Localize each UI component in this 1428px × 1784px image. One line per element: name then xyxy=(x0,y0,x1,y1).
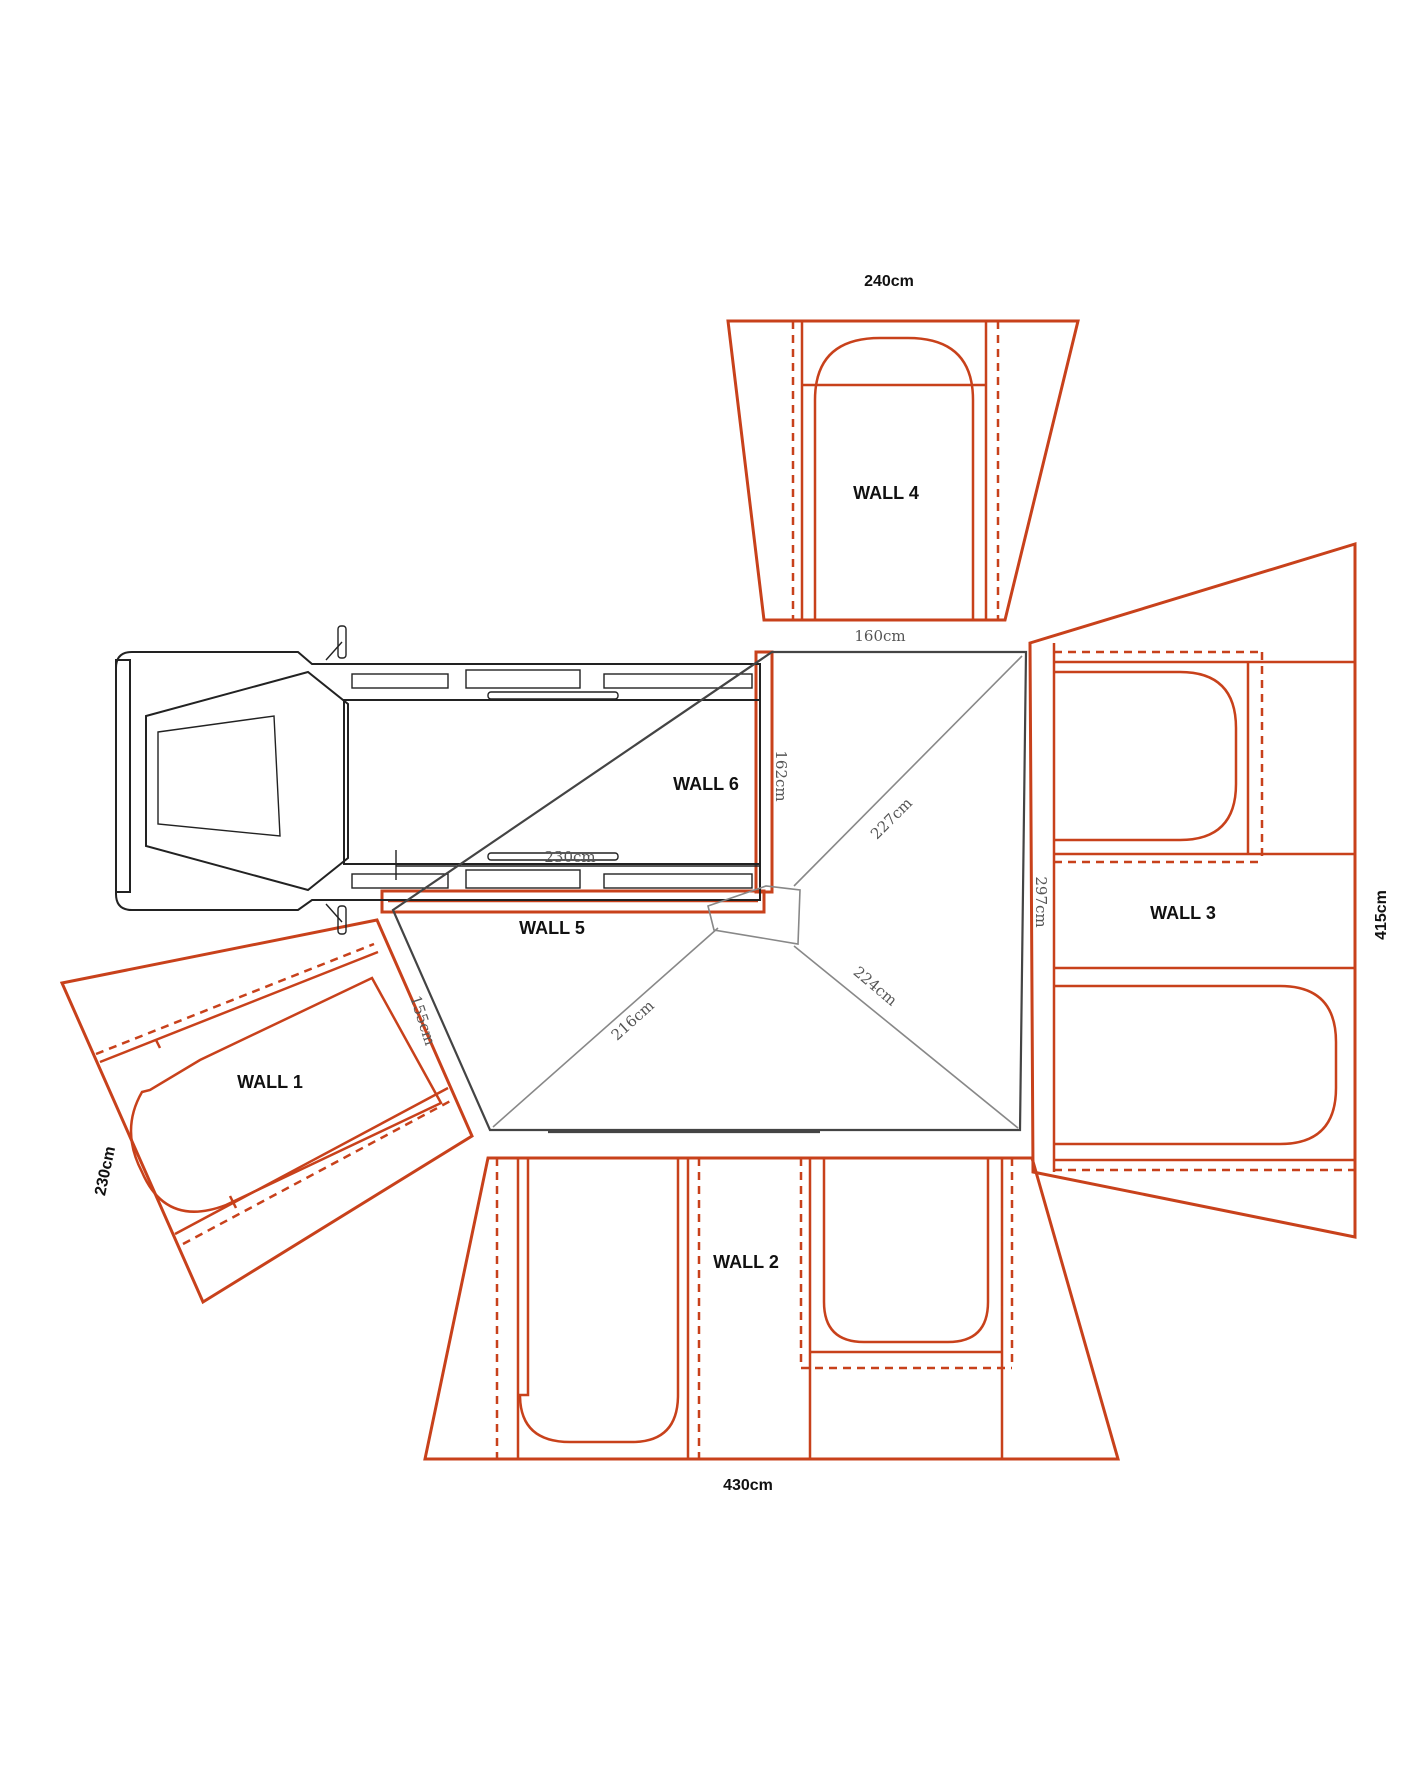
wall-1-label: WALL 1 xyxy=(237,1072,303,1092)
wall-3-panel xyxy=(1028,541,1357,1239)
wall-1-panel xyxy=(59,918,474,1305)
wall-4-panel xyxy=(726,319,1080,622)
dim-awning-top: 160cm xyxy=(854,627,905,645)
wall-labels: WALL 4 WALL 6 WALL 5 WALL 3 WALL 1 WALL … xyxy=(237,483,1216,1272)
wall-4-label: WALL 4 xyxy=(853,483,919,503)
dim-awning-right: 297cm xyxy=(1032,876,1050,927)
dim-right-height: 415cm xyxy=(1373,890,1390,940)
wall-5-panel xyxy=(380,889,766,914)
dim-diag-lower-right: 224cm xyxy=(850,963,901,1010)
awning-canopy xyxy=(391,650,1028,1134)
wall-6-label: WALL 6 xyxy=(673,774,739,794)
wall-6-panel xyxy=(754,650,774,894)
dim-bottom-width: 430cm xyxy=(723,1477,773,1494)
dim-diag-upper: 227cm xyxy=(867,794,916,843)
dim-left-height: 230cm xyxy=(92,1145,119,1197)
dim-wall6-height: 162cm xyxy=(772,750,790,801)
wall-2-panel xyxy=(423,1156,1120,1461)
wall-2-label: WALL 2 xyxy=(713,1252,779,1272)
dim-truck-length: 230cm xyxy=(544,848,595,866)
wall-3-label: WALL 3 xyxy=(1150,903,1216,923)
wall-5-label: WALL 5 xyxy=(519,918,585,938)
vehicle-outline xyxy=(115,625,761,935)
dim-top-width: 240cm xyxy=(864,273,914,290)
